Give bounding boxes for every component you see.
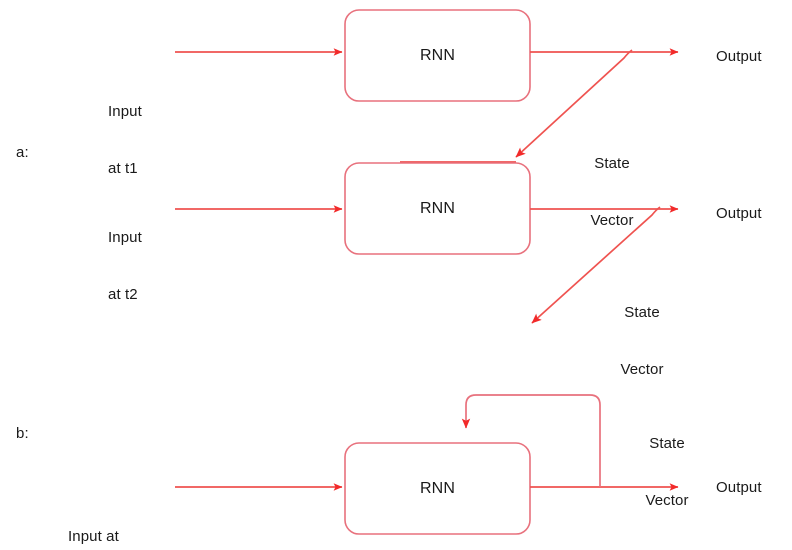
output-label-loop: Output: [716, 479, 762, 496]
node-label-rnn-t2: RNN: [420, 200, 455, 217]
section-label-b: b:: [16, 425, 29, 442]
state-vector-label-1-line1: State: [594, 155, 630, 172]
edge-state-vector-1: [515, 49, 633, 158]
node-rnn-t1[interactable]: [344, 9, 531, 102]
input-label-loop: Input at t1,t2,...: [68, 489, 119, 550]
input-label-t2-line1: Input: [108, 229, 142, 246]
output-label-t1: Output: [716, 48, 762, 65]
edge-state-vector-feedback: [461, 394, 601, 487]
state-vector-label-1-line2: Vector: [590, 212, 634, 229]
state-vector-label-3: State Vector: [633, 396, 701, 548]
input-label-t1-line1: Input: [108, 103, 142, 120]
input-label-loop-line1: Input at: [68, 528, 119, 545]
input-label-t1: Input at t1: [108, 64, 142, 216]
state-vector-label-2-line2: Vector: [620, 361, 664, 378]
node-label-rnn-t1: RNN: [420, 47, 455, 64]
input-label-t2: Input at t2: [108, 190, 142, 342]
input-label-t2-line2: at t2: [108, 286, 138, 303]
node-rnn-loop[interactable]: [344, 442, 531, 535]
state-vector-label-3-line2: Vector: [645, 492, 689, 509]
state-vector-label-3-line1: State: [649, 435, 685, 452]
output-label-t2: Output: [716, 205, 762, 222]
state-vector-label-2-line1: State: [624, 304, 660, 321]
edge-state-vector-2: [531, 206, 661, 324]
section-label-a: a:: [16, 144, 29, 161]
state-vector-label-1: State Vector: [578, 116, 646, 268]
state-vector-label-2: State Vector: [608, 265, 676, 417]
node-label-rnn-loop: RNN: [420, 480, 455, 497]
input-label-t1-line2: at t1: [108, 160, 138, 177]
